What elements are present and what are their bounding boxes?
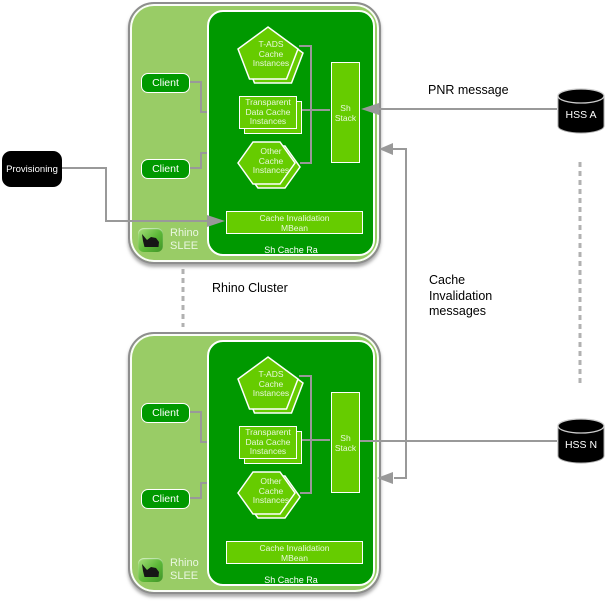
rhino-slee-node-top: Client Client T-ADS Cache Instances Tran… bbox=[128, 2, 381, 264]
provisioning-arrowhead bbox=[207, 215, 225, 227]
rhino-icon bbox=[138, 228, 163, 252]
rhino-icon bbox=[138, 558, 163, 582]
tads-label: T-ADS Cache Instances bbox=[252, 39, 290, 68]
transparent-data-cache-label: Transparent Data Cache Instances bbox=[239, 426, 297, 459]
hss-n-database: HSS N bbox=[557, 418, 605, 464]
rhino-cluster-label: Rhino Cluster bbox=[212, 281, 288, 295]
cache-invalidation-messages-label: Cache Invalidation messages bbox=[429, 273, 493, 318]
other-cache-label: Other Cache Instances bbox=[252, 146, 290, 175]
other-cache-label: Other Cache Instances bbox=[252, 476, 290, 505]
provisioning-box: Provisioning bbox=[2, 151, 62, 187]
hss-a-label: HSS A bbox=[565, 109, 597, 121]
cache-invalidation-arrowhead-bottom bbox=[377, 472, 393, 484]
transparent-data-cache-shape: Transparent Data Cache Instances bbox=[239, 96, 302, 134]
rhino-slee-label: Rhino SLEE bbox=[170, 557, 199, 582]
database-cylinder-icon bbox=[557, 418, 605, 464]
other-cache-hexagon-shape bbox=[237, 141, 301, 189]
tads-pentagon-shape bbox=[237, 26, 304, 84]
top-node-internal-wires bbox=[190, 45, 330, 169]
sh-cache-ra-label: Sh Cache Ra bbox=[264, 245, 318, 255]
rhino-slee-node-bottom: Client Client T-ADS Cache Instances Tran… bbox=[128, 332, 381, 594]
database-cylinder-icon bbox=[557, 88, 605, 134]
bottom-node-internal-wires bbox=[190, 375, 330, 499]
provisioning-line bbox=[62, 167, 207, 222]
pnr-message-label: PNR message bbox=[428, 83, 509, 97]
client-box: Client bbox=[141, 159, 190, 179]
client-box: Client bbox=[141, 489, 190, 509]
hss-n-label: HSS N bbox=[564, 439, 598, 451]
sh-stack-box: Sh Stack bbox=[331, 392, 360, 493]
transparent-data-cache-label: Transparent Data Cache Instances bbox=[239, 96, 297, 129]
hss-a-database: HSS A bbox=[557, 88, 605, 134]
tads-pentagon-shape bbox=[237, 356, 304, 414]
cache-invalidation-arrowhead-top bbox=[379, 143, 393, 155]
other-cache-hexagon-shape bbox=[237, 471, 301, 519]
sh-cache-ra-label: Sh Cache Ra bbox=[264, 575, 318, 585]
client-box: Client bbox=[141, 73, 190, 93]
transparent-data-cache-shape: Transparent Data Cache Instances bbox=[239, 426, 302, 464]
pnr-arrowhead bbox=[361, 103, 379, 115]
rhino-slee-label: Rhino SLEE bbox=[170, 227, 199, 252]
cache-invalidation-line bbox=[393, 148, 407, 479]
tads-label: T-ADS Cache Instances bbox=[252, 369, 290, 398]
sh-stack-box: Sh Stack bbox=[331, 62, 360, 163]
cache-invalidation-mbean-box: Cache Invalidation MBean bbox=[226, 211, 363, 234]
client-box: Client bbox=[141, 403, 190, 423]
cache-invalidation-mbean-box: Cache Invalidation MBean bbox=[226, 541, 363, 564]
